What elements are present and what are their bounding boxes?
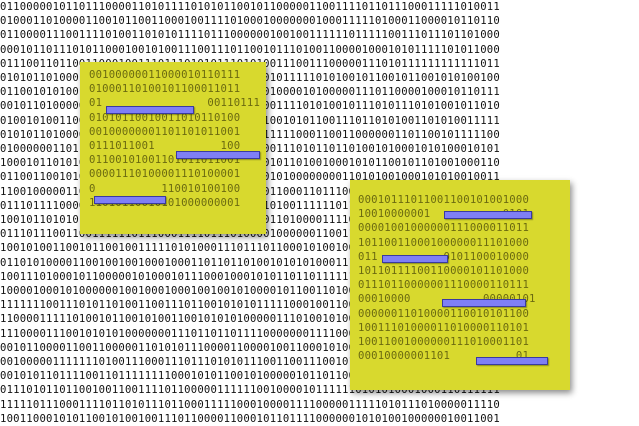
redaction-bar xyxy=(442,299,526,307)
card-right-binary-text: 00010111011001100101001000 10010000001 0… xyxy=(358,194,535,363)
redaction-bar xyxy=(176,151,260,159)
redaction-bar xyxy=(382,255,448,263)
highlight-card-right: 00010111011001100101001000 10010000001 0… xyxy=(350,180,570,390)
redaction-bar xyxy=(476,357,548,365)
highlight-card-left: 00100000011000010110111 0100011010010110… xyxy=(80,62,266,234)
redaction-bar xyxy=(106,106,194,114)
card-left-binary-text: 00100000011000010110111 0100011010010110… xyxy=(89,69,261,209)
redaction-bar xyxy=(94,196,166,204)
redaction-bar xyxy=(444,211,532,219)
